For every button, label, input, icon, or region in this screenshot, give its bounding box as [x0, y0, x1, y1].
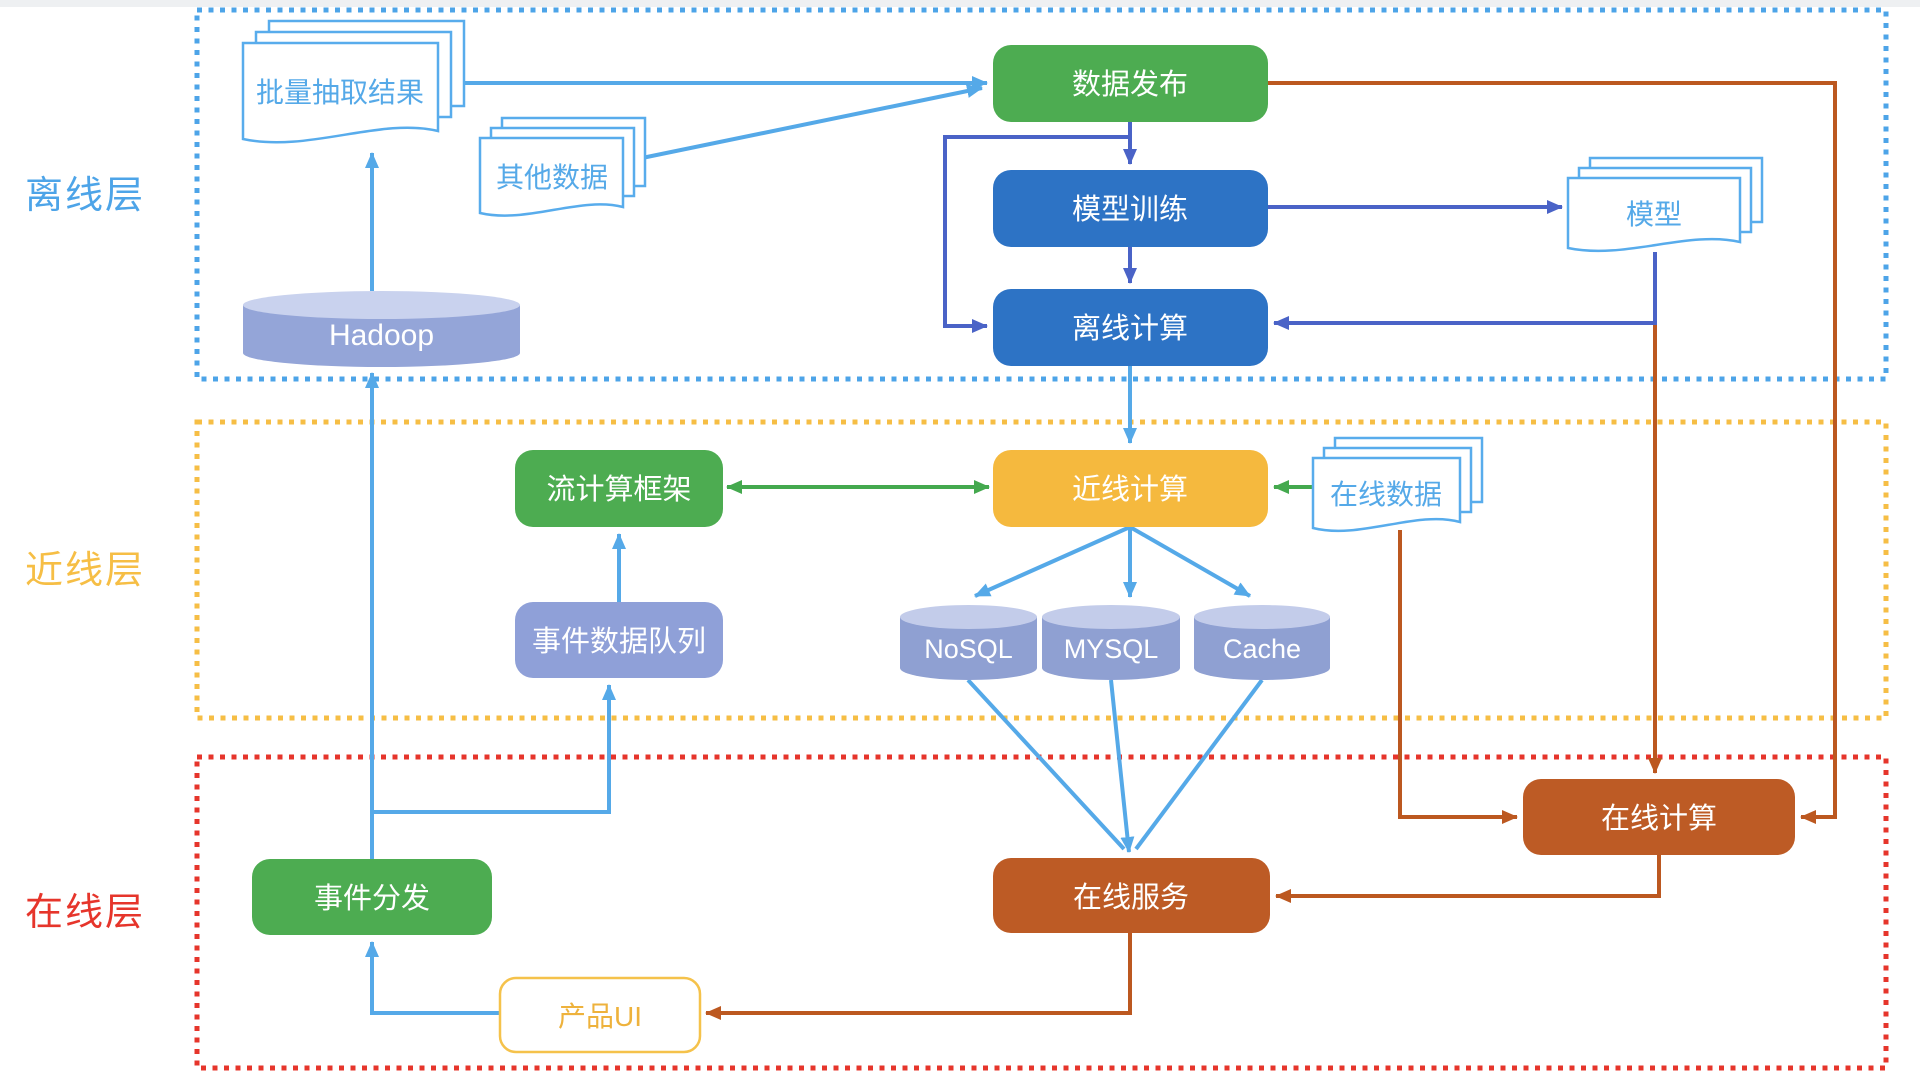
edge-cache-to-online-service	[1134, 678, 1264, 851]
edge-online-data-to-online-compute	[1398, 530, 1518, 824]
edge-data-publish-to-offline-compute	[943, 135, 1130, 333]
doc-other-data: 其他数据	[478, 116, 647, 217]
top-edge-strip	[0, 0, 1920, 7]
node-cache-label: Cache	[1223, 634, 1301, 664]
node-model-training-label: 模型训练	[1072, 193, 1188, 226]
node-online-service: 在线服务	[993, 858, 1270, 933]
doc-online-data: 在线数据	[1311, 436, 1484, 533]
node-online-compute-label: 在线计算	[1601, 802, 1717, 835]
doc-batch-extract-result: 批量抽取结果	[241, 19, 466, 144]
doc-online-data-label: 在线数据	[1330, 479, 1442, 510]
edge-model-to-offline-compute	[1273, 252, 1657, 330]
node-event-dispatch-label: 事件分发	[314, 882, 430, 915]
doc-model-label: 模型	[1626, 199, 1682, 230]
doc-page-front	[478, 136, 625, 217]
node-stream-framework-label: 流计算框架	[546, 473, 691, 506]
node-data-publish: 数据发布	[993, 45, 1268, 122]
node-stream-framework: 流计算框架	[515, 450, 723, 527]
doc-page-front	[1311, 456, 1462, 533]
doc-page-front	[1566, 176, 1742, 253]
node-mysql-label: MYSQL	[1064, 634, 1159, 664]
node-offline-compute-label: 离线计算	[1072, 312, 1188, 345]
layer-offline-border	[194, 7, 1889, 382]
edge-nosql-to-online-service	[966, 678, 1126, 851]
edge-online-compute-to-online-service	[1275, 855, 1661, 903]
doc-model: 模型	[1566, 156, 1764, 253]
node-product-ui: 产品UI	[498, 976, 702, 1054]
edge-nearline-to-cache	[1129, 525, 1251, 598]
edge-other-data-to-data-publish	[641, 84, 983, 160]
edge-data-publish-to-online-compute	[1268, 81, 1837, 824]
node-data-publish-label: 数据发布	[1072, 68, 1188, 101]
layer-nearline-label: 近线层	[25, 550, 145, 592]
node-hadoop: Hadoop	[243, 291, 520, 367]
node-nosql: NoSQL	[900, 605, 1037, 680]
node-nosql-label: NoSQL	[924, 634, 1013, 664]
node-model-training: 模型训练	[993, 170, 1268, 247]
node-cache: Cache	[1194, 605, 1330, 680]
node-offline-compute: 离线计算	[993, 289, 1268, 366]
layer-offline-label: 离线层	[25, 175, 145, 217]
node-nearline-compute: 近线计算	[993, 450, 1268, 527]
node-mysql: MYSQL	[1042, 605, 1180, 680]
layer-online-label: 在线层	[25, 892, 145, 934]
node-hadoop-label: Hadoop	[329, 319, 434, 352]
node-product-ui-label: 产品UI	[558, 1001, 642, 1032]
edge-product-ui-to-event-dispatch	[365, 941, 500, 1015]
node-event-queue-label: 事件数据队列	[532, 625, 706, 658]
doc-page-front	[241, 41, 440, 144]
doc-batch-extract-label: 批量抽取结果	[256, 77, 424, 108]
node-nearline-compute-label: 近线计算	[1072, 473, 1188, 506]
node-online-service-label: 在线服务	[1073, 881, 1189, 914]
layer-nearline-border	[194, 419, 1889, 721]
node-online-compute: 在线计算	[1523, 779, 1795, 855]
doc-other-data-label: 其他数据	[496, 162, 608, 193]
edge-nearline-to-nosql	[974, 525, 1131, 598]
node-event-queue: 事件数据队列	[515, 602, 723, 678]
edge-online-service-to-product-ui	[705, 933, 1132, 1020]
node-event-dispatch: 事件分发	[252, 859, 492, 935]
edge-mysql-to-online-service	[1109, 679, 1135, 853]
edge-event-dispatch-to-event-queue	[372, 684, 616, 814]
